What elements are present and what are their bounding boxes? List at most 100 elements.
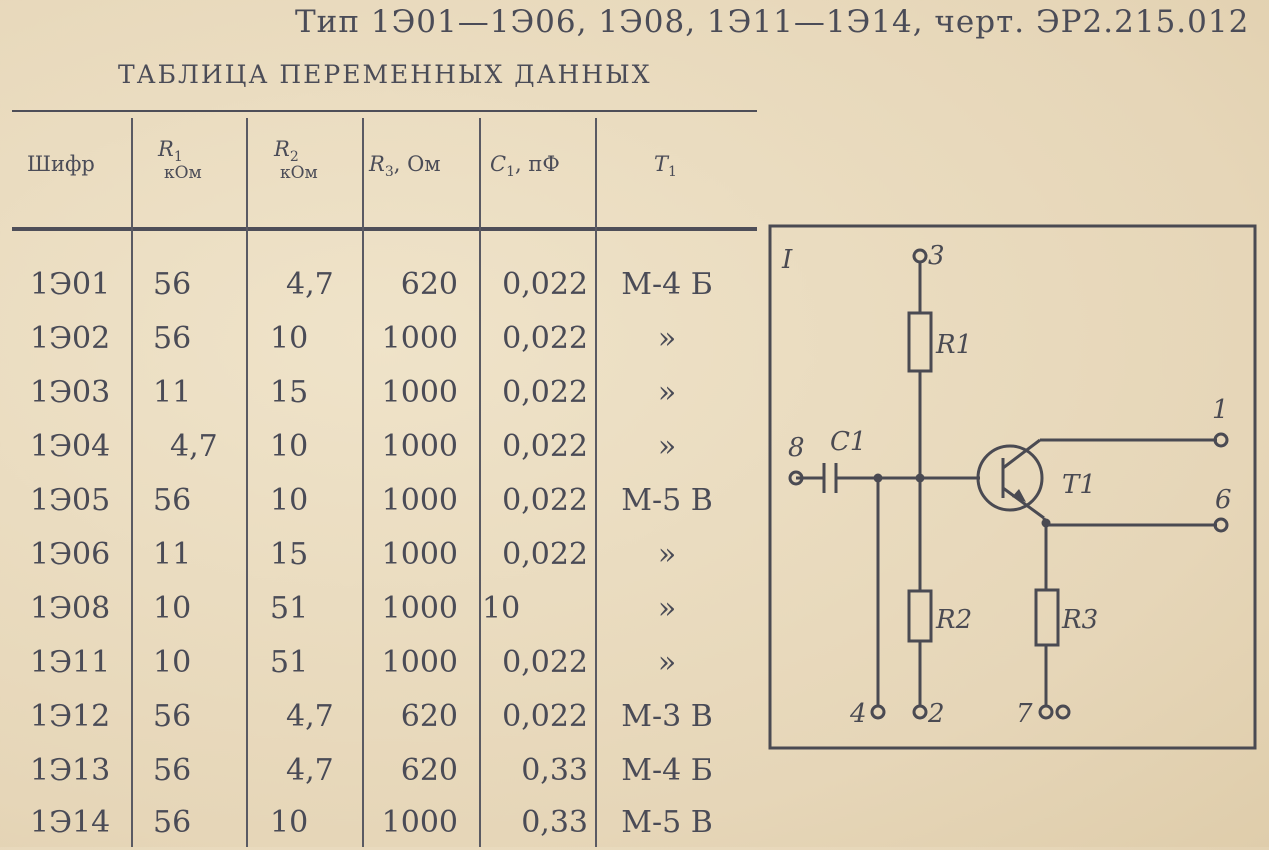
cell-r1: 10	[153, 645, 192, 680]
cell-t1: М-5 В	[621, 483, 713, 518]
cell-r1: 56	[153, 699, 192, 734]
cell-r3: 1000	[381, 483, 458, 518]
pin-label-3: 3	[928, 241, 945, 271]
cell-t1: М-3 В	[621, 699, 713, 734]
cell-r2: 51	[270, 591, 309, 626]
circuit-schematic: I 3 8 1 6 4 2 7 R1 R2 R3 C1 T1	[768, 224, 1257, 750]
cell-r2: 15	[270, 537, 309, 572]
table-row: 1Э08 10 51 1000 10 »	[0, 582, 760, 636]
cell-code: 1Э02	[30, 321, 111, 356]
cell-r3: 620	[400, 753, 458, 788]
column-header-code: Шифр	[27, 152, 95, 176]
pin-6-terminal	[1213, 517, 1229, 533]
label-r3: R3	[1061, 605, 1098, 635]
cell-r2: 4,7	[286, 753, 334, 788]
table-top-rule	[12, 110, 757, 112]
cell-r1: 56	[153, 805, 192, 840]
cell-r1: 4,7	[170, 429, 218, 464]
cell-c1: 0,022	[502, 267, 588, 302]
cell-c1: 0,022	[502, 483, 588, 518]
cell-c1: 0,022	[502, 429, 588, 464]
cell-c1: 0,022	[502, 645, 588, 680]
cell-r3: 620	[400, 267, 458, 302]
cell-code: 1Э13	[30, 753, 111, 788]
cell-c1: 0,022	[502, 537, 588, 572]
cell-r2: 10	[270, 483, 309, 518]
label-c1: C1	[830, 427, 866, 457]
table-row: 1Э12 56 4,7 620 0,022 М-3 В	[0, 690, 760, 744]
column-header-r2: R2 кОм	[274, 137, 318, 184]
cell-t1: »	[657, 645, 677, 680]
cell-t1: М-4 Б	[621, 753, 713, 788]
junction-dot	[915, 473, 925, 483]
pin-label-6: 6	[1215, 485, 1232, 515]
cell-r2: 10	[270, 805, 309, 840]
junction-dot	[1041, 518, 1051, 528]
pin-4-terminal	[870, 704, 886, 720]
cell-t1: »	[657, 321, 677, 356]
cell-r2: 10	[270, 321, 309, 356]
cell-r3: 1000	[381, 429, 458, 464]
column-divider	[595, 118, 597, 847]
cell-c1: 0,33	[521, 805, 588, 840]
cell-r3: 1000	[381, 805, 458, 840]
column-header-c1: C1, пФ	[490, 152, 560, 181]
cell-r3: 1000	[381, 375, 458, 410]
table-header-rule	[12, 227, 757, 231]
label-t1: T1	[1062, 470, 1096, 500]
emitter-arrow-icon	[1012, 489, 1026, 502]
resistor-r3	[1034, 588, 1060, 647]
cell-code: 1Э06	[30, 537, 111, 572]
cell-t1: »	[657, 591, 677, 626]
cell-r3: 1000	[381, 645, 458, 680]
table-row: 1Э14 56 10 1000 0,33 М-5 В	[0, 796, 760, 850]
page-title: Тип 1Э01—1Э06, 1Э08, 1Э11—1Э14, черт. ЭР…	[295, 4, 1250, 40]
cell-r2: 4,7	[286, 699, 334, 734]
cell-code: 1Э14	[30, 805, 111, 840]
table-row: 1Э01 56 4,7 620 0,022 М-4 Б	[0, 258, 760, 312]
cell-code: 1Э05	[30, 483, 111, 518]
pin-label-2: 2	[927, 699, 945, 729]
cell-r3: 1000	[381, 591, 458, 626]
pin-8-terminal	[788, 470, 804, 486]
cell-code: 1Э11	[30, 645, 111, 680]
table-row: 1Э03 11 15 1000 0,022 »	[0, 366, 760, 420]
junction-dot	[873, 473, 883, 483]
cell-code: 1Э01	[30, 267, 111, 302]
pin-3-terminal	[912, 248, 928, 264]
column-divider	[479, 118, 481, 847]
cell-c1: 0,022	[502, 321, 588, 356]
pin-2-terminal	[912, 704, 928, 720]
resistor-r1	[907, 311, 933, 373]
cell-r2: 4,7	[286, 267, 334, 302]
transistor-t1	[976, 444, 1044, 512]
pin-7-terminal-extra	[1055, 704, 1071, 720]
frame-label: I	[781, 245, 793, 275]
table-row: 1Э13 56 4,7 620 0,33 М-4 Б	[0, 744, 760, 798]
cell-r1: 11	[153, 375, 192, 410]
column-header-r1: R1 кОм	[158, 137, 202, 184]
cell-r1: 10	[153, 591, 192, 626]
cell-c1: 10	[482, 591, 521, 626]
cell-r1: 56	[153, 753, 192, 788]
column-header-r3: R3, Ом	[369, 152, 441, 181]
cell-c1: 0,33	[521, 753, 588, 788]
pin-label-1: 1	[1212, 395, 1229, 425]
cell-r1: 11	[153, 537, 192, 572]
cell-code: 1Э04	[30, 429, 111, 464]
cell-t1: М-5 В	[621, 805, 713, 840]
cell-r2: 51	[270, 645, 309, 680]
cell-c1: 0,022	[502, 699, 588, 734]
cell-r3: 1000	[381, 537, 458, 572]
cell-t1: »	[657, 375, 677, 410]
column-divider	[362, 118, 364, 847]
table-row: 1Э04 4,7 10 1000 0,022 »	[0, 420, 760, 474]
cell-r2: 10	[270, 429, 309, 464]
cell-r1: 56	[153, 483, 192, 518]
cell-r1: 56	[153, 321, 192, 356]
table-row: 1Э06 11 15 1000 0,022 »	[0, 528, 760, 582]
pin-7-terminal	[1038, 704, 1054, 720]
cell-c1: 0,022	[502, 375, 588, 410]
pin-label-4: 4	[849, 699, 867, 729]
schematic-frame	[768, 224, 1257, 750]
